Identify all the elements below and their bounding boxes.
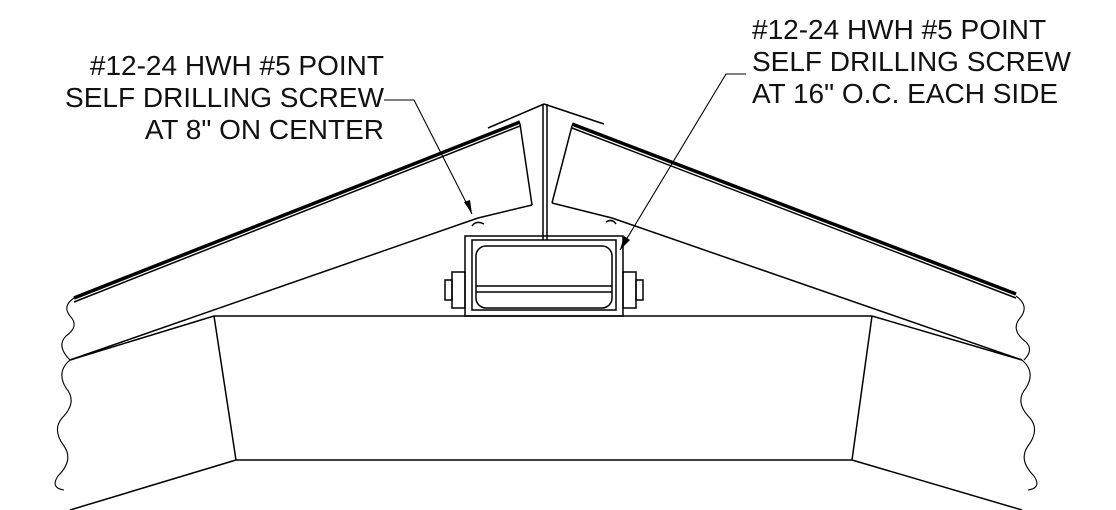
ridge-cap (471, 103, 617, 240)
left-roof-panel (61, 120, 533, 361)
truss-frame (54, 315, 1038, 510)
left-callout-line-2: SELF DRILLING SCREW (65, 82, 384, 113)
right-screw-callout: #12-24 HWH #5 POINT SELF DRILLING SCREW … (752, 14, 1071, 110)
right-callout-line-3: AT 16" O.C. EACH SIDE (752, 78, 1059, 109)
right-roof-panel (551, 122, 1031, 361)
left-screw-callout: #12-24 HWH #5 POINT SELF DRILLING SCREW … (65, 50, 384, 146)
right-callout-line-1: #12-24 HWH #5 POINT (752, 14, 1047, 45)
ridge-purlin-assembly (444, 235, 644, 317)
left-callout-line-3: AT 8" ON CENTER (144, 114, 384, 145)
left-callout-line-1: #12-24 HWH #5 POINT (89, 50, 384, 81)
right-callout-line-2: SELF DRILLING SCREW (752, 46, 1071, 77)
leader-lines (384, 73, 746, 251)
